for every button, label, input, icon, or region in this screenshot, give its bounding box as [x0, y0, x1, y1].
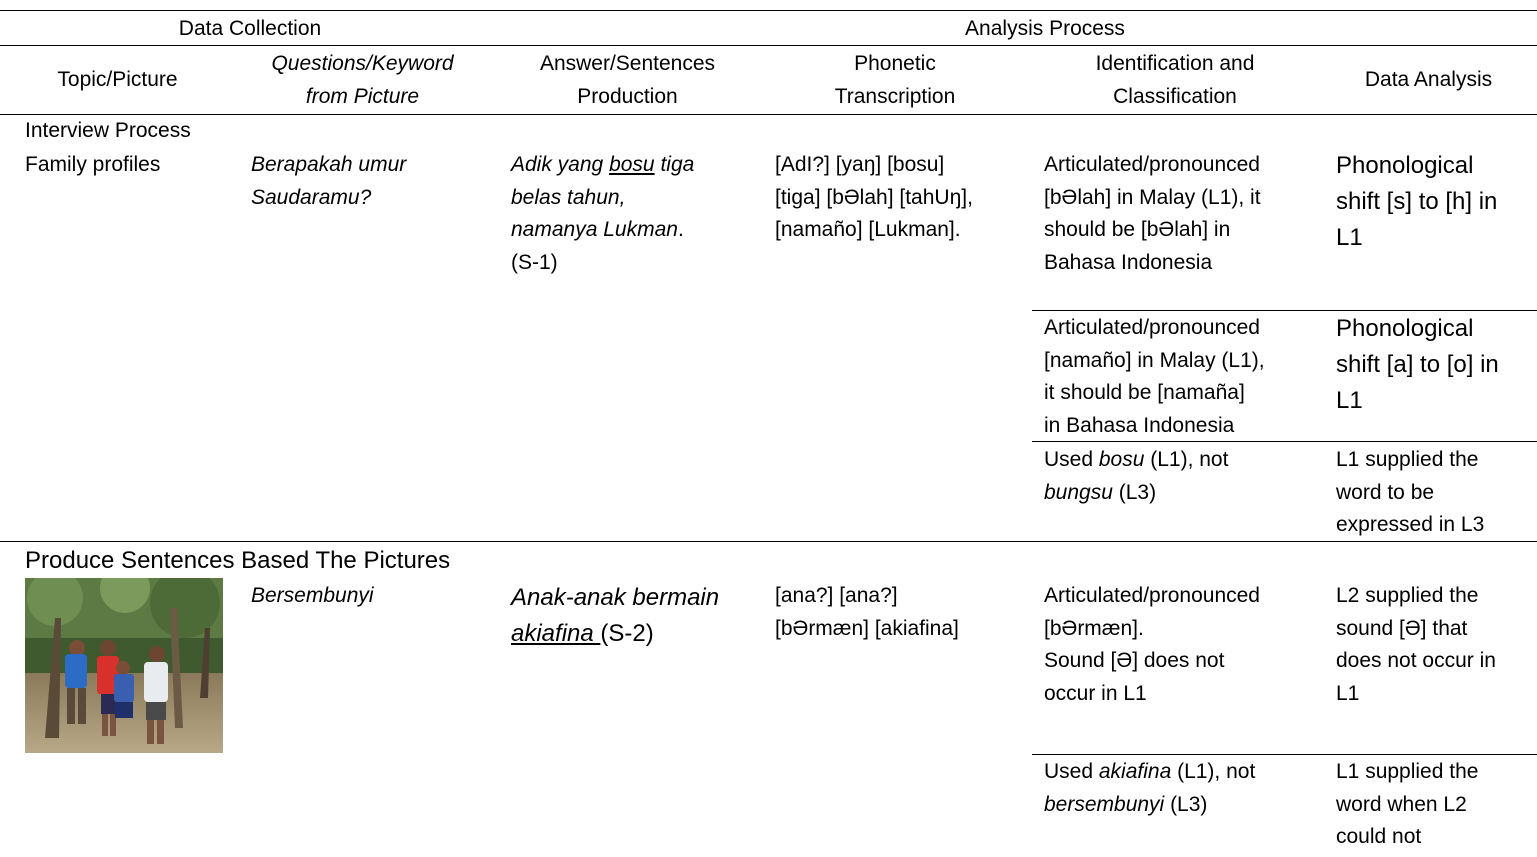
analysis-cell: L1 supplied the word to be expressed in …: [1336, 448, 1485, 536]
analysis-cell: Phonological shift [s] to [h] in L1: [1336, 152, 1498, 251]
answer-text: Anak-anak bermain: [511, 584, 720, 611]
table-top-rule: [0, 10, 1537, 11]
column-header-phonetic: Phonetic Transcription: [834, 52, 956, 108]
id-word: bungsu: [1044, 480, 1113, 504]
row-rule: [1032, 441, 1537, 442]
analysis-cell: L1 supplied the word when L2 could not: [1336, 760, 1479, 848]
answer-text: tiga belas tahun, namanya Lukman: [511, 153, 695, 241]
group-header-analysis-process: Analysis Process: [965, 17, 1125, 40]
section-title-interview: Interview Process: [25, 119, 191, 142]
identification-cell: Articulated/pronounced [namaño] in Malay…: [1044, 316, 1265, 437]
topic-cell: Family profiles: [25, 153, 161, 176]
children-playing-photo: [25, 578, 223, 753]
phonetic-cell: [AdI?] [yaŋ] [bosu] [tiga] [bƏlah] [tahU…: [775, 153, 973, 241]
row-rule: [1032, 754, 1537, 755]
answer-text: Adik yang: [511, 153, 610, 176]
section-rule: [0, 541, 1537, 542]
id-text: (L1), not: [1150, 448, 1229, 471]
answer-cell: Adik yang bosu tiga belas tahun, namanya…: [511, 149, 761, 279]
analysis-cell: L2 supplied the sound [Ə] that does not …: [1336, 584, 1496, 705]
phonetic-cell: [ana?] [ana?] [bƏrmæn] [akiafina]: [775, 584, 959, 640]
keyword-cell: Bersembunyi: [251, 584, 374, 607]
column-header-questions: Questions/Keyword from Picture: [271, 52, 454, 108]
group-rule-right: [500, 45, 1537, 46]
analysis-cell: Phonological shift [a] to [o] in L1: [1336, 315, 1499, 414]
id-text: Used: [1044, 448, 1099, 471]
identification-cell: Used akiafina (L1), not bersembunyi (L3): [1044, 756, 1255, 821]
column-header-topic: Topic/Picture: [57, 68, 178, 91]
column-header-identification: Identification and Classification: [1095, 52, 1255, 108]
group-header-data-collection: Data Collection: [178, 17, 322, 40]
question-cell: Berapakah umur Saudaramu?: [251, 153, 407, 209]
answer-underlined-word: bosu: [609, 153, 655, 176]
answer-cell: Anak-anak bermain akiafina (S-2): [511, 580, 719, 652]
id-word: bosu: [1098, 448, 1145, 471]
header-bottom-rule: [0, 114, 1537, 115]
id-word: akiafina: [1098, 760, 1172, 783]
column-header-data-analysis: Data Analysis: [1364, 68, 1493, 91]
answer-code: (S-2): [600, 620, 654, 647]
id-word: bersembunyi: [1044, 792, 1165, 816]
answer-underlined-word: akiafina: [511, 620, 601, 647]
id-text: (L3): [1112, 480, 1157, 504]
id-text: (L1), not: [1177, 760, 1256, 783]
row-rule: [1032, 310, 1537, 311]
answer-punct: .: [677, 218, 684, 241]
identification-cell: Used bosu (L1), not bungsu (L3): [1044, 444, 1228, 509]
column-header-answer: Answer/Sentences Production: [539, 52, 716, 108]
group-rule-left: [0, 45, 500, 46]
identification-cell: Articulated/pronounced [bƏlah] in Malay …: [1044, 153, 1261, 274]
answer-code: (S-1): [511, 250, 558, 274]
id-text: (L3): [1164, 792, 1208, 816]
id-text: Used: [1044, 760, 1099, 783]
section-title-pictures: Produce Sentences Based The Pictures: [25, 547, 451, 574]
identification-cell: Articulated/pronounced [bƏrmæn]. Sound […: [1044, 584, 1260, 705]
